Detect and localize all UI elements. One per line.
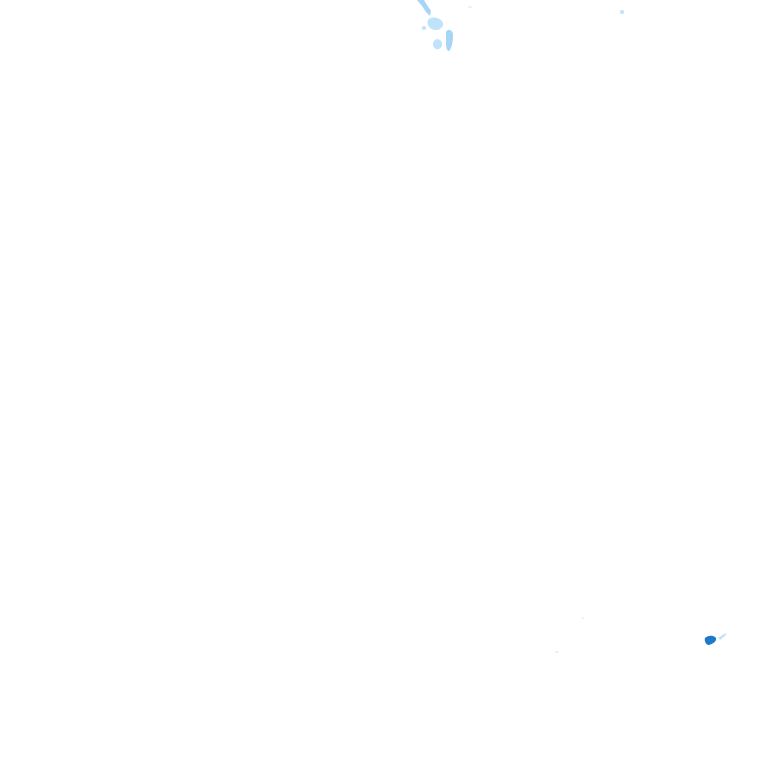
water-features-bottom (555, 617, 727, 653)
stream-segment (718, 633, 727, 640)
pond (555, 651, 559, 653)
lake-dark (704, 635, 717, 645)
pond (581, 617, 585, 619)
lake-blob (446, 29, 453, 51)
lake-blob (427, 17, 444, 30)
pond (422, 26, 426, 30)
water-features-top (417, 0, 624, 51)
lake-blob (432, 39, 443, 50)
pond (620, 10, 624, 14)
stream-segment (417, 0, 431, 16)
pond (468, 6, 472, 8)
